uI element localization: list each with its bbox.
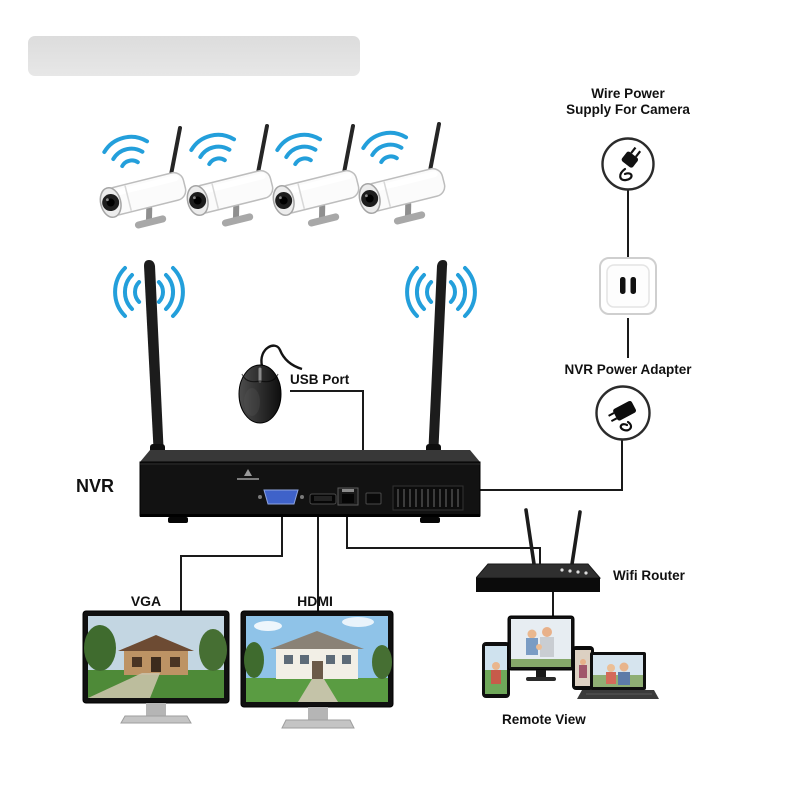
vent-grille: [392, 485, 464, 511]
wifi-signal-icon-left: [113, 266, 185, 318]
vga-monitor: [82, 610, 230, 724]
wireless-camera-4: [345, 114, 455, 234]
remote-view-devices: [482, 615, 659, 699]
hdmi-monitor: [240, 610, 394, 729]
vga-port: [263, 489, 299, 505]
nvr-recorder: [113, 260, 481, 523]
camera-power-plug-icon: [601, 137, 655, 191]
nvr-chassis: [139, 450, 481, 523]
wire-power-supply-label-line1: Wire Power: [591, 86, 665, 101]
line-usbport-to-nvr: [290, 390, 364, 452]
nvr-power-adapter-label: NVR Power Adapter: [564, 362, 692, 377]
vga-label: VGA: [130, 593, 162, 609]
wifi-router-device: [476, 508, 602, 592]
nvr-power-adapter-icon: [595, 385, 651, 441]
wire-power-supply-label-line2: Supply For Camera: [566, 101, 690, 117]
usb-socket: [365, 492, 382, 505]
nvr-right-antenna: [426, 260, 448, 464]
hdmi-label: HDMI: [297, 593, 333, 609]
wifi-router-label: Wifi Router: [613, 568, 685, 583]
wire-power-supply-label: Wire Power Supply For Camera: [540, 86, 716, 118]
wifi-signal-icon-right: [405, 266, 477, 318]
usb-mouse-icon: [238, 344, 303, 424]
usb-port-label: USB Port: [290, 372, 350, 387]
remote-view-label: Remote View: [502, 712, 586, 727]
nvr-device-label: NVR: [76, 476, 115, 496]
wall-outlet-icon: [599, 257, 657, 315]
line-nvr-to-router: [346, 514, 541, 570]
line-adapter-to-nvr: [476, 440, 623, 491]
line-nvr-to-vga-monitor: [180, 514, 283, 612]
watermark-band: [28, 36, 360, 76]
